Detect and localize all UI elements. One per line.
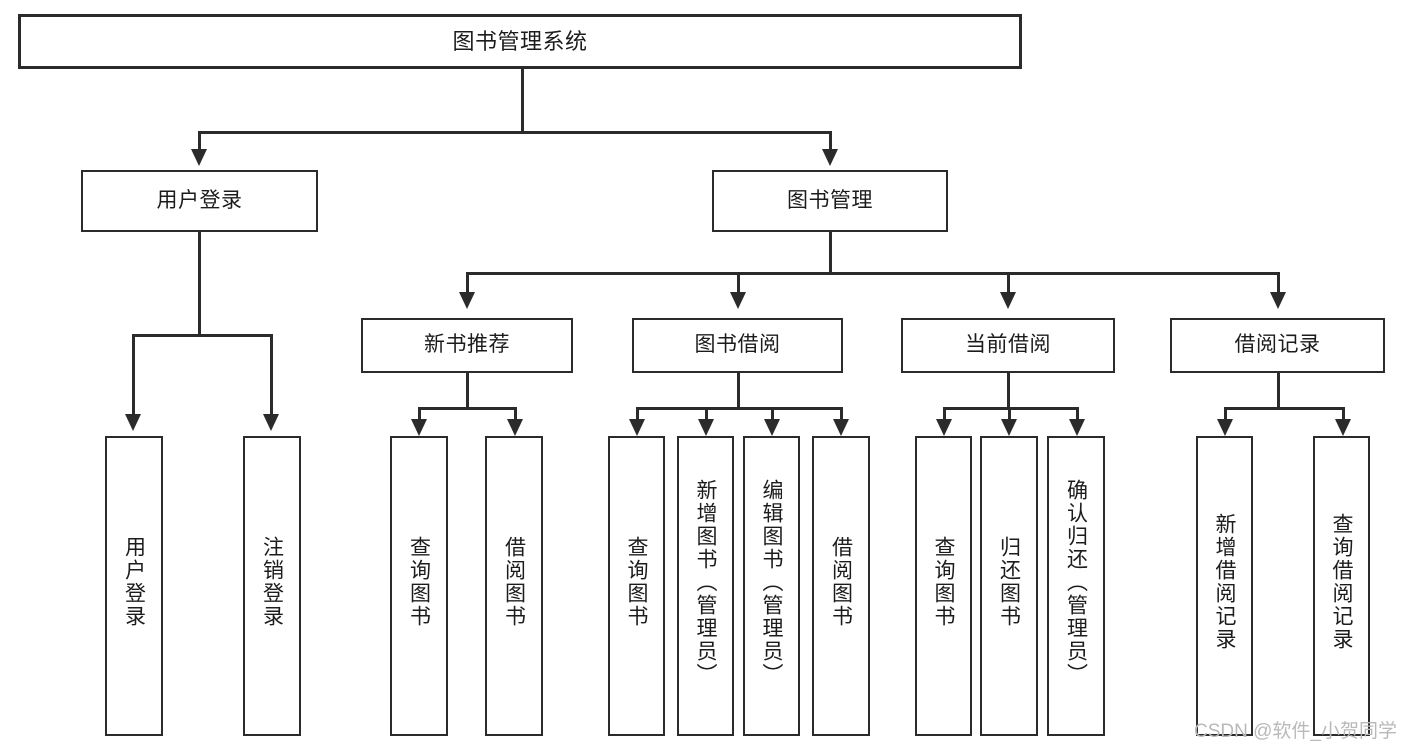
- node-borrow-record[interactable]: 借阅记录: [1170, 318, 1385, 373]
- node-book-borrow[interactable]: 图书借阅: [632, 318, 843, 373]
- arrowhead-new-book-recommend: [459, 292, 475, 309]
- leaf-cb-return-book[interactable]: 归还图书: [980, 436, 1038, 736]
- arrowhead-bb-leaf-2: [698, 419, 714, 436]
- connector-borrow-record-stem: [1277, 373, 1280, 409]
- arrowhead-cb-leaf-3: [1069, 419, 1085, 436]
- node-label: 图书管理系统: [452, 28, 588, 54]
- node-label: 归还图书: [997, 536, 1021, 628]
- arrowhead-br-leaf-1: [1217, 419, 1233, 436]
- leaf-nbr-query-book[interactable]: 查询图书: [390, 436, 448, 736]
- arrowhead-br-leaf-2: [1335, 419, 1351, 436]
- leaf-bb-borrow-book[interactable]: 借阅图书: [812, 436, 870, 736]
- node-root-book-management-system[interactable]: 图书管理系统: [18, 14, 1022, 69]
- csdn-watermark: CSDN @软件_小贺同学: [1194, 721, 1397, 742]
- node-book-management[interactable]: 图书管理: [712, 170, 948, 232]
- connector-level3-bus: [466, 272, 1278, 275]
- arrowhead-cb-leaf-2: [1001, 419, 1017, 436]
- connector-cb-leaf-2: [1008, 407, 1011, 421]
- connector-user-login-to-leaf-2: [270, 334, 273, 418]
- leaf-bb-query-book[interactable]: 查询图书: [608, 436, 665, 736]
- connector-current-borrow-stem: [1007, 373, 1010, 409]
- connector-bb-leaf-2: [705, 407, 708, 421]
- connector-new-book-recommend-bus: [418, 407, 516, 410]
- leaf-cb-query-book[interactable]: 查询图书: [915, 436, 972, 736]
- connector-cb-leaf-3: [1076, 407, 1079, 421]
- node-label: 借阅记录: [1234, 333, 1321, 357]
- leaf-cb-confirm-return-admin[interactable]: 确认归还（管理员）: [1047, 436, 1105, 736]
- node-label: 查询图书: [407, 536, 431, 628]
- node-label: 确认归还（管理员）: [1064, 478, 1088, 686]
- connector-cb-leaf-1: [943, 407, 946, 421]
- node-label: 用户登录: [122, 536, 146, 628]
- connector-root-to-user-login: [198, 131, 201, 151]
- leaf-user-login[interactable]: 用户登录: [105, 436, 163, 736]
- connector-root-bus: [198, 131, 832, 134]
- connector-user-login-to-leaf-1: [132, 334, 135, 418]
- connector-br-leaf-1: [1224, 407, 1227, 421]
- arrowhead-nbr-leaf-2: [507, 419, 523, 436]
- arrowhead-book-borrow: [730, 292, 746, 309]
- arrowhead-bb-leaf-4: [833, 419, 849, 436]
- arrowhead-nbr-leaf-1: [411, 419, 427, 436]
- leaf-bb-edit-book-admin[interactable]: 编辑图书（管理员）: [743, 436, 800, 736]
- node-label: 注销登录: [260, 536, 284, 628]
- connector-borrow-record-bus: [1224, 407, 1342, 410]
- connector-root-stem: [521, 69, 524, 133]
- node-label: 借阅图书: [502, 536, 526, 628]
- arrowhead-user-login-leaf-1: [125, 414, 141, 431]
- leaf-nbr-borrow-book[interactable]: 借阅图书: [485, 436, 543, 736]
- connector-br-leaf-2: [1342, 407, 1345, 421]
- connector-to-book-borrow: [737, 272, 740, 294]
- connector-user-login-stem: [198, 232, 201, 336]
- arrowhead-bb-leaf-1: [629, 419, 645, 436]
- arrowhead-user-login-leaf-2: [263, 414, 279, 431]
- node-label: 当前借阅: [965, 333, 1051, 357]
- connector-to-current-borrow: [1007, 272, 1010, 294]
- node-label: 查询图书: [932, 536, 955, 628]
- leaf-bb-add-book-admin[interactable]: 新增图书（管理员）: [677, 436, 734, 736]
- connector-bb-leaf-4: [840, 407, 843, 421]
- node-current-borrow[interactable]: 当前借阅: [901, 318, 1115, 373]
- node-label: 查询借阅记录: [1330, 513, 1353, 651]
- connector-bb-leaf-1: [636, 407, 639, 421]
- connector-to-borrow-record: [1277, 272, 1280, 294]
- arrowhead-user-login: [191, 149, 207, 166]
- connector-to-new-book-recommend: [466, 272, 469, 294]
- leaf-br-add-record[interactable]: 新增借阅记录: [1196, 436, 1253, 736]
- arrowhead-borrow-record: [1270, 292, 1286, 309]
- arrowhead-current-borrow: [1000, 292, 1016, 309]
- node-label: 新书推荐: [424, 333, 510, 357]
- connector-root-to-book-management: [829, 131, 832, 151]
- connector-book-borrow-stem: [737, 373, 740, 409]
- node-label: 图书管理: [787, 188, 873, 212]
- leaf-br-query-record[interactable]: 查询借阅记录: [1313, 436, 1370, 736]
- leaf-user-logout[interactable]: 注销登录: [243, 436, 301, 736]
- node-label: 用户登录: [156, 188, 243, 212]
- node-label: 编辑图书（管理员）: [760, 478, 783, 686]
- node-user-login[interactable]: 用户登录: [81, 170, 318, 232]
- connector-bb-leaf-3: [771, 407, 774, 421]
- arrowhead-bb-leaf-3: [764, 419, 780, 436]
- connector-user-login-bus: [132, 334, 270, 337]
- connector-new-book-recommend-stem: [466, 373, 469, 409]
- node-label: 借阅图书: [829, 536, 853, 628]
- node-new-book-recommend[interactable]: 新书推荐: [361, 318, 573, 373]
- connector-book-borrow-bus: [636, 407, 841, 410]
- connector-nbr-leaf-1: [418, 407, 421, 421]
- arrowhead-book-management: [822, 149, 838, 166]
- connector-nbr-leaf-2: [514, 407, 517, 421]
- node-label: 新增借阅记录: [1213, 513, 1236, 651]
- connector-book-management-stem: [829, 232, 832, 274]
- arrowhead-cb-leaf-1: [936, 419, 952, 436]
- node-label: 新增图书（管理员）: [694, 478, 717, 686]
- node-label: 图书借阅: [694, 333, 781, 357]
- node-label: 查询图书: [625, 536, 648, 628]
